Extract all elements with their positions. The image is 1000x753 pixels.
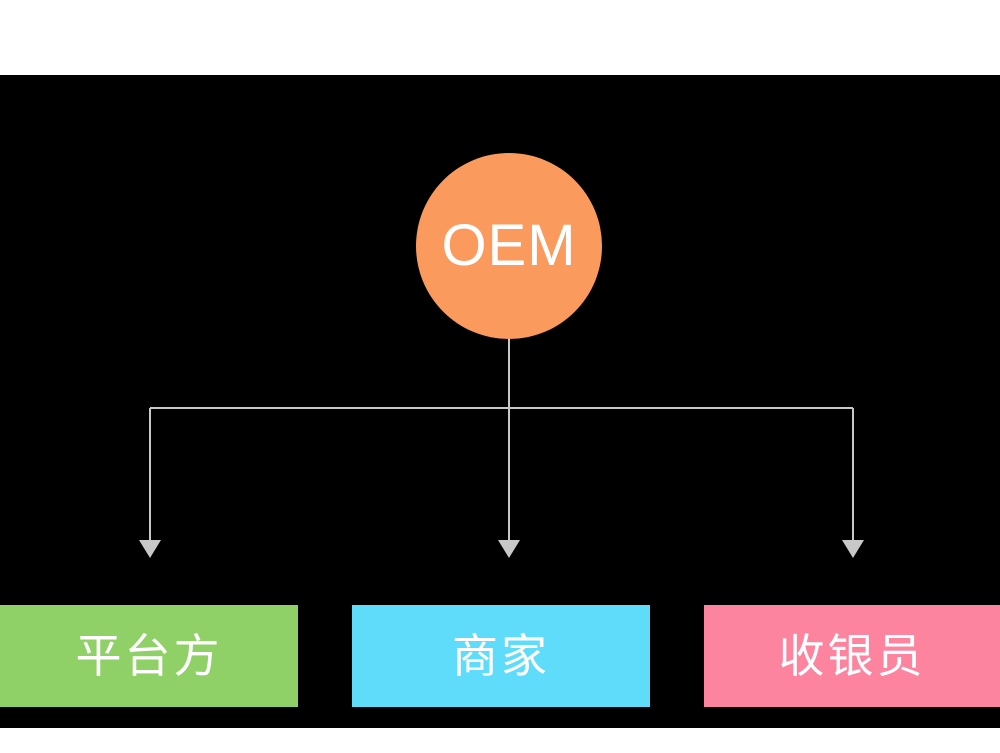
node-oem-label: OEM bbox=[441, 213, 577, 278]
arrowhead-right-icon bbox=[842, 540, 864, 558]
node-cashier-label: 收银员 bbox=[778, 630, 926, 682]
arrowhead-center-icon bbox=[498, 540, 520, 558]
node-platform-label: 平台方 bbox=[75, 630, 223, 682]
arrowhead-left-icon bbox=[139, 540, 161, 558]
node-cashier[interactable]: 收银员 bbox=[704, 605, 1000, 707]
node-merchant-label: 商家 bbox=[452, 630, 550, 682]
node-oem[interactable]: OEM bbox=[416, 153, 602, 339]
node-merchant[interactable]: 商家 bbox=[352, 605, 650, 707]
node-platform[interactable]: 平台方 bbox=[0, 605, 298, 707]
diagram-stage: OEM 平台方 商家 收银员 监管所有商家进销存数据 独自管理进销存业务 管理门… bbox=[0, 75, 1000, 728]
